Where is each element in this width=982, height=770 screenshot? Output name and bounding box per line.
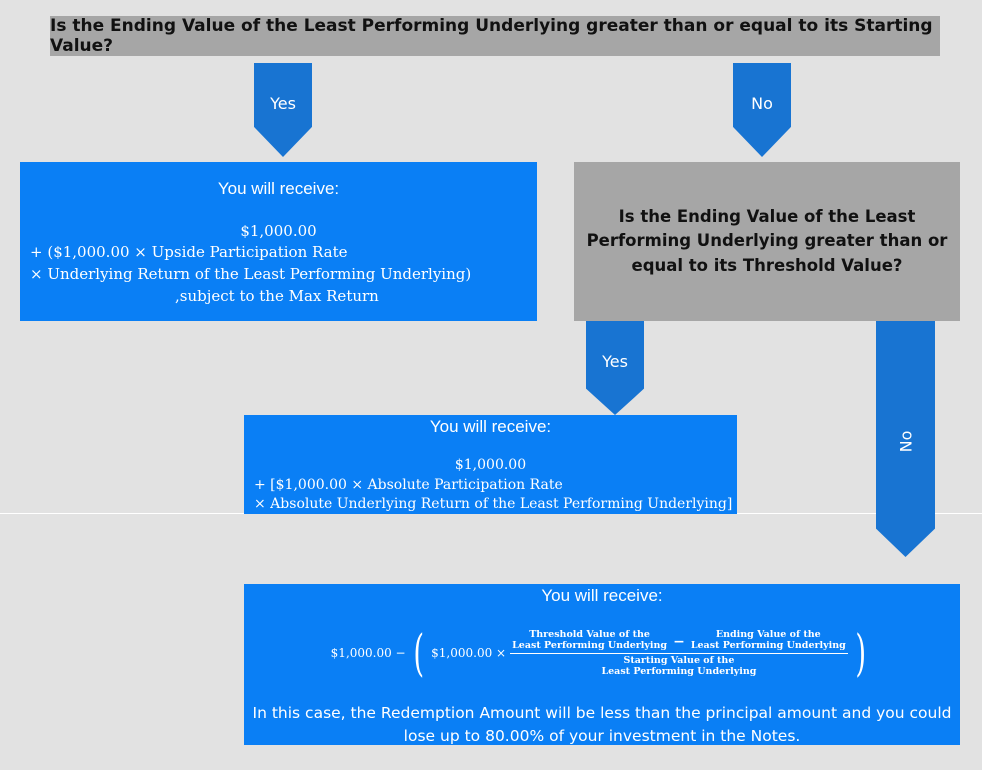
outcome-2-line-3: × Absolute Underlying Return of the Leas… [254, 496, 733, 512]
redemption-formula: $1,000.00 − ( $1,000.00 × Threshold Valu… [244, 618, 960, 688]
minus-sign: − [673, 633, 685, 650]
formula-fraction: Threshold Value of the Least Performing … [510, 629, 848, 678]
numerator-left: Threshold Value of the Least Performing … [512, 629, 667, 652]
yes-label: Yes [602, 352, 628, 371]
outcome-2-line-1: $1,000.00 [454, 457, 527, 473]
outcome-box-2: You will receive: $1,000.00 + [$1,000.00… [244, 415, 737, 514]
outcome-1-line-3: × Underlying Return of the Least Perform… [30, 265, 472, 283]
no-label: No [751, 94, 773, 113]
right-paren: ) [855, 624, 866, 682]
outcome-2-heading: You will receive: [429, 417, 552, 436]
numerator-right: Ending Value of the Least Performing Und… [691, 629, 846, 652]
outcome-1-heading: You will receive: [217, 179, 340, 198]
yes-label: Yes [270, 94, 296, 113]
denominator-line-1: Starting Value of the [623, 654, 735, 666]
yes-arrow-top: Yes [254, 63, 312, 157]
threshold-question-text: Is the Ending Value of the Least Perform… [586, 206, 948, 275]
numerator-right-line-1: Ending Value of the [715, 628, 821, 640]
yes-arrow-middle: Yes [586, 321, 644, 415]
no-arrow-top: No [733, 63, 791, 157]
top-question-text: Is the Ending Value of the Least Perform… [50, 16, 933, 56]
outcome-1-line-2: + ($1,000.00 × Upside Participation Rate [30, 243, 348, 261]
fraction-denominator: Starting Value of the Least Performing U… [601, 654, 756, 678]
outcome-3-heading: You will receive: [541, 586, 663, 605]
loss-note-line-2: lose up to 80.00% of your investment in … [403, 727, 801, 745]
threshold-question: Is the Ending Value of the Least Perform… [574, 162, 960, 321]
outcome-1-line-1: $1,000.00 [240, 222, 317, 240]
numerator-left-line-2: Least Performing Underlying [512, 640, 668, 651]
formula-multiplier: $1,000.00 × [431, 646, 507, 660]
outcome-1-line-4: ,subject to the Max Return [175, 287, 379, 305]
denominator-line-2: Least Performing Underlying [601, 666, 757, 677]
left-paren: ( [413, 624, 424, 682]
outcome-box-3: You will receive: $1,000.00 − ( $1,000.0… [244, 584, 960, 745]
formula-base: $1,000.00 − [330, 646, 406, 660]
loss-note-line-1: In this case, the Redemption Amount will… [252, 704, 952, 722]
no-label: No [896, 430, 915, 453]
numerator-left-line-1: Threshold Value of the [529, 628, 650, 640]
outcome-box-1: You will receive: $1,000.00 + ($1,000.00… [20, 162, 537, 321]
outcome-2-line-2: + [$1,000.00 × Absolute Participation Ra… [254, 477, 563, 493]
top-question: Is the Ending Value of the Least Perform… [50, 16, 940, 56]
loss-note: In this case, the Redemption Amount will… [244, 702, 960, 748]
fraction-numerator: Threshold Value of the Least Performing … [510, 629, 848, 654]
no-arrow-long: No [876, 321, 935, 557]
numerator-right-line-2: Least Performing Underlying [690, 640, 846, 651]
